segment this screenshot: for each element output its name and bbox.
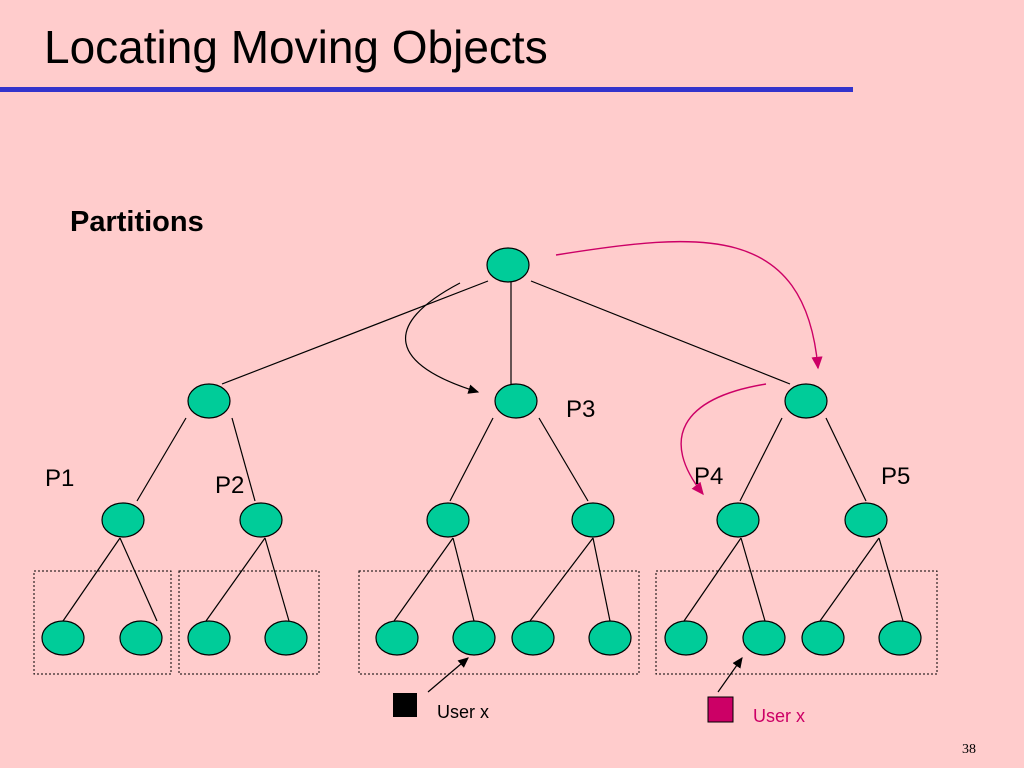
node-p3-right xyxy=(571,502,615,538)
user-label-old: User x xyxy=(437,702,490,722)
leaf-node xyxy=(264,620,308,656)
lookup-arrow-pink-top xyxy=(555,240,823,370)
tree-edges xyxy=(62,280,904,622)
user-label-new: User x xyxy=(753,706,806,726)
node-l1-middle xyxy=(494,383,538,419)
partition-box-p1 xyxy=(33,570,172,675)
node-p3-left xyxy=(426,502,470,538)
leaf-node xyxy=(664,620,708,656)
lookup-arrow-black xyxy=(404,282,480,394)
page-number: 38 xyxy=(962,742,976,757)
node-p2 xyxy=(239,502,283,538)
slide-title: Locating Moving Objects xyxy=(44,21,548,73)
node-l1-right xyxy=(784,383,828,419)
section-heading: Partitions xyxy=(70,206,204,238)
partition-box-p3 xyxy=(358,570,640,675)
leaf-node xyxy=(452,620,496,656)
user-marker-pink xyxy=(707,696,734,723)
node-l1-left xyxy=(187,383,231,419)
partition-label-p5: P5 xyxy=(881,463,911,490)
leaf-node xyxy=(41,620,85,656)
lookup-arrow-pink-left xyxy=(680,383,767,496)
partition-label-p4: P4 xyxy=(694,463,724,490)
partition-box-p4-p5 xyxy=(655,570,938,675)
leaf-node xyxy=(511,620,555,656)
leaf-node xyxy=(801,620,845,656)
leaf-node xyxy=(742,620,786,656)
user-pointer-arrow-pink xyxy=(717,657,743,693)
partition-label-p3: P3 xyxy=(566,396,596,423)
node-p1 xyxy=(101,502,145,538)
user-pointer-arrow-black xyxy=(427,657,469,693)
root-node xyxy=(486,247,530,283)
title-underline xyxy=(0,87,853,92)
node-p5 xyxy=(844,502,888,538)
node-p4 xyxy=(716,502,760,538)
leaf-node xyxy=(588,620,632,656)
leaf-node xyxy=(119,620,163,656)
user-marker-black xyxy=(393,693,417,717)
partition-box-p2 xyxy=(178,570,320,675)
leaf-node xyxy=(375,620,419,656)
leaf-node xyxy=(187,620,231,656)
partition-label-p1: P1 xyxy=(45,465,75,492)
leaf-node xyxy=(878,620,922,656)
partition-label-p2: P2 xyxy=(215,472,245,499)
